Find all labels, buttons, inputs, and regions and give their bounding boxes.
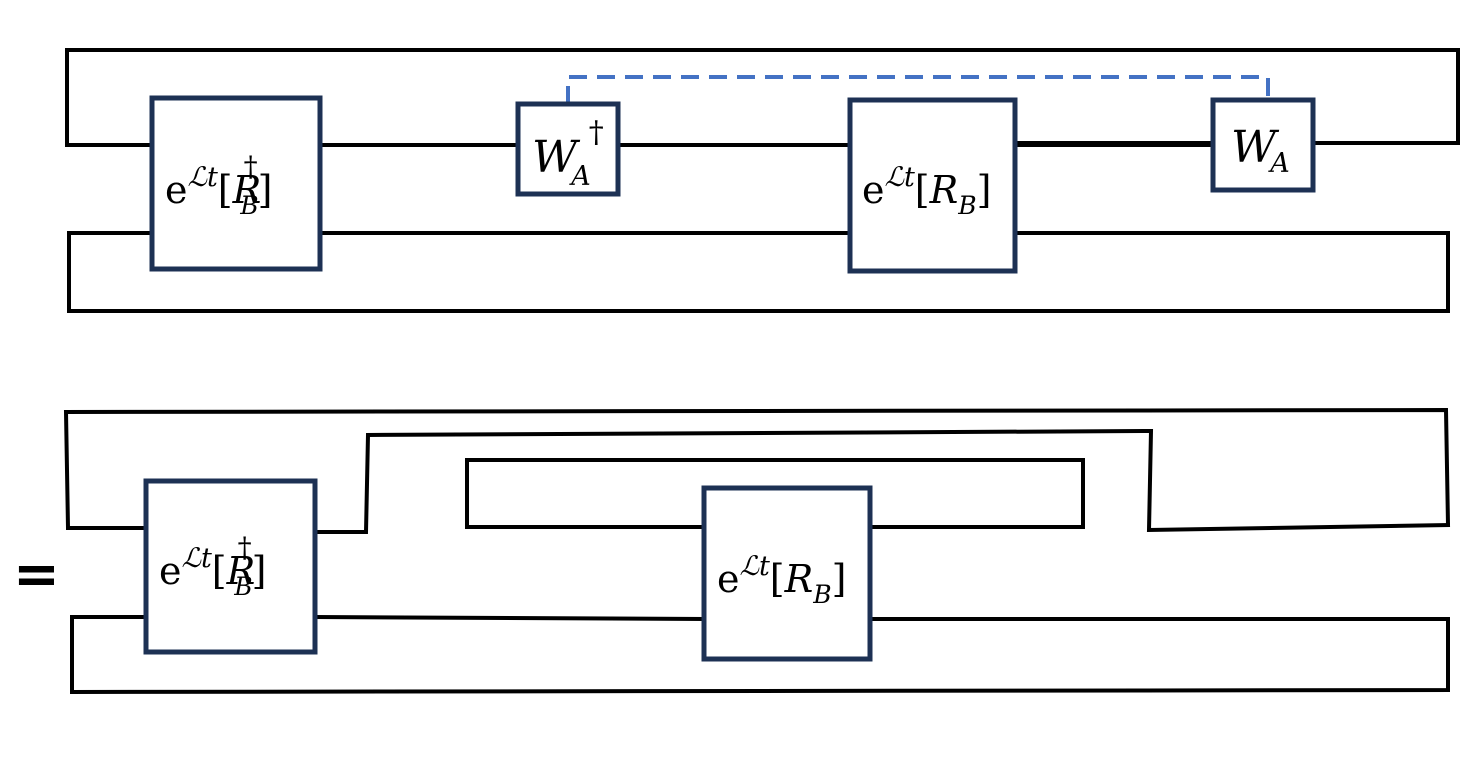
dashed-link bbox=[566, 75, 1270, 104]
box-w-a-dagger: WA† bbox=[515, 101, 621, 197]
bottom-inner-loop bbox=[465, 458, 1085, 529]
top-lower-wire bbox=[67, 231, 1450, 313]
box-label: eℒt[RB] bbox=[717, 551, 846, 609]
box-label: eℒt[RB†] bbox=[159, 531, 266, 601]
box-evolution-rb-bottom: eℒt[RB] bbox=[701, 485, 873, 662]
bottom-bridge-wire bbox=[313, 428, 1451, 534]
bottom-lower-wire-seg bbox=[312, 614, 707, 622]
bottom-diagram: eℒt[RB†] eℒt[RB] bbox=[63, 407, 1451, 695]
box-label: eℒt[RB] bbox=[862, 162, 991, 220]
box-evolution-rb-dagger-top: eℒt[RB†] bbox=[149, 95, 323, 272]
box-w-a: WA bbox=[1210, 97, 1316, 193]
box-evolution-rb-top: eℒt[RB] bbox=[847, 97, 1018, 274]
box-label: WA† bbox=[532, 115, 604, 192]
bottom-lower-wire bbox=[70, 615, 1450, 695]
top-diagram: eℒt[RB†] WA† eℒt[RB] WA bbox=[65, 48, 1460, 313]
box-label: eℒt[RB†] bbox=[165, 150, 272, 220]
equals-sign: = bbox=[13, 542, 60, 607]
box-evolution-rb-dagger-bottom: eℒt[RB†] bbox=[143, 478, 318, 655]
bottom-outer-wire bbox=[63, 407, 1451, 531]
box-label: WA bbox=[1231, 122, 1290, 179]
